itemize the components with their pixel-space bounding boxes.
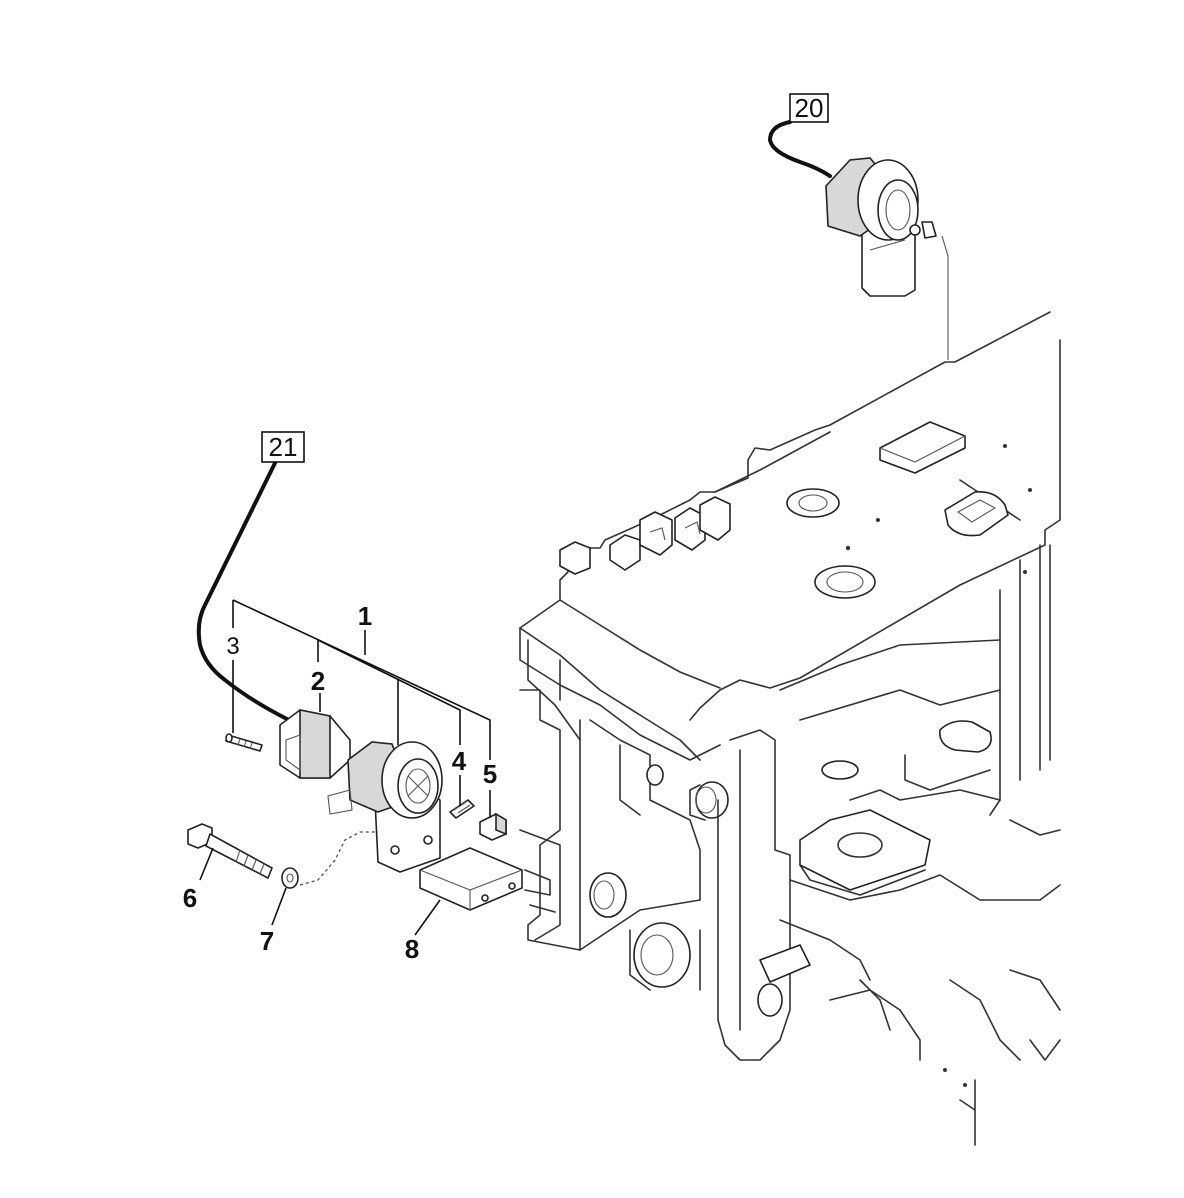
- hinge-lugs: [559, 496, 731, 575]
- spring-4: [449, 799, 475, 819]
- cable-21: [196, 461, 347, 748]
- sensor-assembly-20: [768, 120, 949, 360]
- callout-6: 6: [183, 883, 197, 913]
- callout-8: 8: [405, 934, 419, 964]
- callout-2: 2: [311, 666, 325, 696]
- callout-21: 21: [269, 432, 298, 462]
- callout-20: 20: [795, 93, 824, 123]
- callout-box-20: 20: [789, 93, 829, 123]
- screw-3: [225, 733, 263, 752]
- washer-7: [281, 867, 299, 889]
- callout-1: 1: [358, 601, 372, 631]
- spacer-block-8: [419, 847, 523, 911]
- connector-2: [279, 709, 351, 779]
- callout-3: 3: [226, 633, 239, 660]
- callout-5: 5: [483, 759, 497, 789]
- assembly-path: [299, 831, 378, 886]
- sensor-body-1: [327, 741, 443, 873]
- callout-7: 7: [260, 926, 274, 956]
- callout-leaders: [199, 599, 491, 936]
- machine-frame: [519, 311, 1061, 1146]
- plug-5: [479, 812, 507, 841]
- bolt-6: [187, 823, 273, 879]
- callout-box-21: 21: [261, 431, 305, 463]
- callout-4: 4: [452, 746, 467, 776]
